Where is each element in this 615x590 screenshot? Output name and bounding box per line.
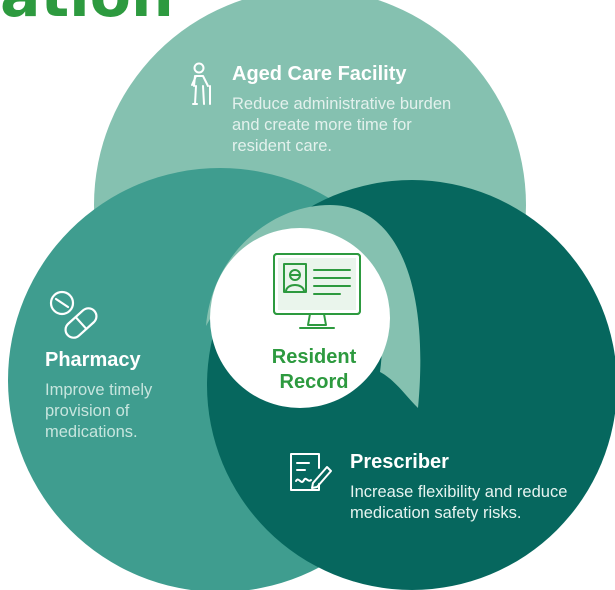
prescriber-description: Increase flexibility and reduce medicati… <box>350 483 568 522</box>
aged-care-section: Aged Care Facility Reduce administrative… <box>232 62 452 157</box>
resident-record-center: Resident Record <box>210 228 390 408</box>
aged-care-description: Reduce administrative burden and create … <box>232 95 452 155</box>
pharmacy-section: Pharmacy Improve timely provision of med… <box>45 348 185 443</box>
prescriber-section: Prescriber Increase flexibility and redu… <box>350 450 570 524</box>
pharmacy-title: Pharmacy <box>45 349 141 371</box>
resident-record-label-line2: Record <box>279 371 349 393</box>
prescriber-title: Prescriber <box>350 451 449 473</box>
pills-icon <box>49 290 98 339</box>
resident-record-label: Resident Record <box>210 345 418 395</box>
monitor-resident-record-icon <box>273 253 361 329</box>
pharmacy-description: Improve timely provision of medications. <box>45 381 153 441</box>
elderly-person-icon <box>191 62 211 105</box>
page-heading: ation <box>0 0 174 26</box>
aged-care-title: Aged Care Facility <box>232 63 407 85</box>
prescription-icon <box>290 453 332 491</box>
resident-record-label-line1: Resident <box>271 346 357 368</box>
